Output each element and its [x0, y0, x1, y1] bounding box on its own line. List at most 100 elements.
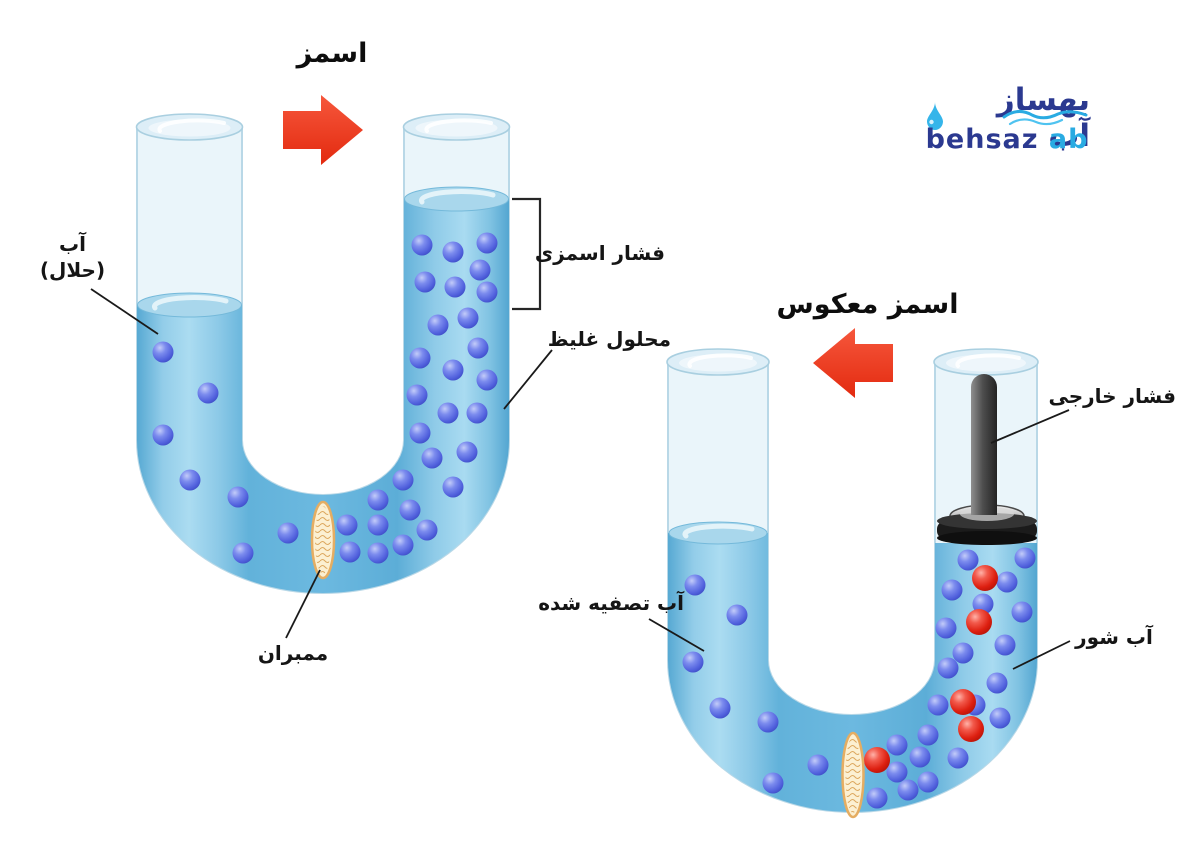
logo-water-drop-icon [927, 102, 943, 130]
reverse-osmosis-left-arm-rim [666, 348, 770, 376]
purified-water-leader-line [648, 618, 705, 652]
particle [442, 241, 464, 263]
particle [466, 402, 488, 424]
particle [444, 276, 466, 298]
particle [909, 746, 931, 768]
external-pressure-label: فشار خارجی [1048, 384, 1176, 408]
particle [476, 232, 498, 254]
osmosis-right-water-surface [404, 186, 509, 212]
particle [682, 651, 704, 673]
particle [339, 541, 361, 563]
particle [996, 571, 1018, 593]
particle [1011, 601, 1033, 623]
particle [411, 234, 433, 256]
particle [917, 771, 939, 793]
osmotic-pressure-label: فشار اسمزی [534, 241, 665, 265]
particle [367, 489, 389, 511]
particle [762, 772, 784, 794]
particle [897, 779, 919, 801]
particle [179, 469, 201, 491]
particle [886, 761, 908, 783]
osmosis-solvent-particles [152, 341, 299, 564]
particle [952, 642, 974, 664]
particle [866, 787, 888, 809]
salt-water-label: آب شور [1075, 625, 1153, 649]
particle [935, 617, 957, 639]
particle [726, 604, 748, 626]
osmosis-membrane [310, 500, 336, 580]
particle [469, 259, 491, 281]
purified-water-particles [682, 574, 829, 794]
particle [476, 281, 498, 303]
particle [367, 542, 389, 564]
particle [152, 424, 174, 446]
particle [947, 747, 969, 769]
salt-ion-particles [864, 565, 998, 773]
particle [757, 711, 779, 733]
particle [986, 672, 1008, 694]
membrane-leader-line [285, 569, 321, 639]
particle [886, 734, 908, 756]
particle [917, 724, 939, 746]
particle [392, 534, 414, 556]
particle [950, 689, 976, 715]
particle [966, 609, 992, 635]
osmosis-left-arm-rim [135, 113, 244, 141]
concentrated-solution-leader-line [503, 349, 553, 410]
particle [227, 486, 249, 508]
reverse-osmosis-right-arm-rim [933, 348, 1039, 376]
particle [232, 542, 254, 564]
osmosis-left-water-surface [137, 292, 242, 318]
particle [941, 579, 963, 601]
logo-brand-latin: behsaz ab [922, 124, 1092, 155]
particle [427, 314, 449, 336]
leader-lines [90, 288, 1071, 670]
osmosis-utube [135, 113, 511, 594]
logo-brand-latin-main: behsaz [925, 124, 1039, 155]
salt-water-leader-line [1012, 640, 1071, 670]
particle [197, 382, 219, 404]
particle [392, 469, 414, 491]
logo-brand-latin-accent: ab [1048, 124, 1089, 155]
particle [367, 514, 389, 536]
osmosis-right-arm-rim [402, 113, 511, 141]
reverse-osmosis-flow-arrow-left [813, 328, 893, 398]
particle [994, 634, 1016, 656]
particle [409, 422, 431, 444]
reverse-osmosis-water-surface [668, 521, 768, 545]
particle [467, 337, 489, 359]
particle [927, 694, 949, 716]
particle [807, 754, 829, 776]
particle [937, 657, 959, 679]
particle [864, 747, 890, 773]
piston-rod [971, 374, 997, 515]
particle [416, 519, 438, 541]
concentrated-solution-label: محلول غلیظ [547, 327, 671, 351]
osmosis-solution-particles [336, 232, 498, 564]
purified-water-label: آب تصفیه شده [538, 591, 684, 615]
particle [1014, 547, 1036, 569]
particle [456, 441, 478, 463]
water-solvent-leader-line [90, 288, 159, 335]
particle [399, 499, 421, 521]
water-solvent-label-line1: آب [59, 232, 86, 256]
water-solvent-label: آب (حلال) [20, 231, 125, 283]
particle [336, 514, 358, 536]
particle [972, 565, 998, 591]
particle [442, 476, 464, 498]
particle [406, 384, 428, 406]
particle [684, 574, 706, 596]
particle [709, 697, 731, 719]
osmosis-title: اسمز [296, 38, 368, 69]
particle [152, 341, 174, 363]
osmosis-flow-arrow-right [283, 95, 363, 165]
membrane-label: ممبران [257, 641, 329, 665]
reverse-osmosis-utube [666, 348, 1039, 819]
reverse-osmosis-membrane [841, 731, 865, 819]
particle [989, 707, 1011, 729]
external-pressure-leader-line [990, 409, 1070, 444]
reverse-osmosis-title: اسمز معکوس [776, 289, 959, 320]
particle [958, 716, 984, 742]
particle [277, 522, 299, 544]
